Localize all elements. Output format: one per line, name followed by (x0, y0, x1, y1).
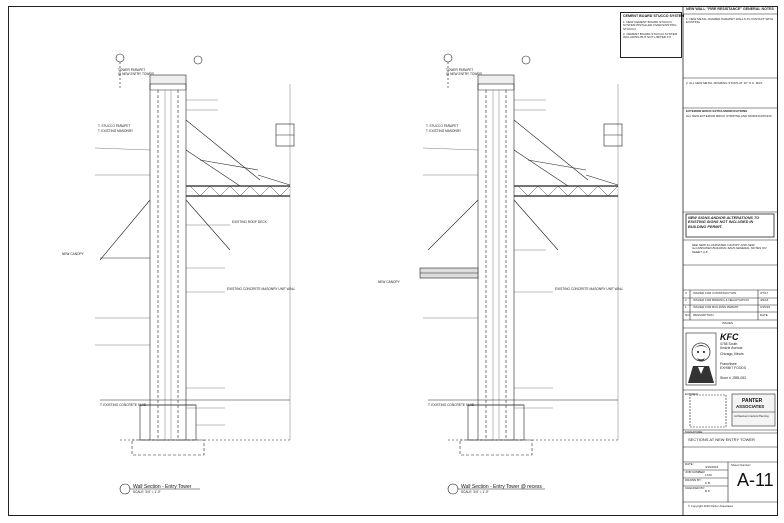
right-existing-masonry-label: T. EXISTING MASONRY (426, 129, 462, 133)
cement-note-1: 1. NEW CEMENT BOARD STUCCO SYSTEM INSTAL… (623, 20, 677, 31)
right-section-scale: SCALE: 3/4" = 1'-0" (461, 490, 489, 494)
cement-note-2: 2. CEMENT BOARD STUCCO SYSTEM INCLUDING … (623, 32, 678, 40)
right-tower-parapet-sublabel: @ NEW ENTRY TOWER (446, 72, 482, 76)
date-label: DATE: (685, 462, 694, 466)
left-canopy-label: NEW CANOPY (62, 252, 84, 256)
franchisee-label: Franchisee (720, 362, 737, 366)
sheet-title: SECTIONS AT NEW ENTRY TOWER (688, 437, 755, 442)
sheet-number: A-11 (737, 470, 774, 490)
checked-label: CHECKED BY: (685, 486, 706, 490)
left-wall-section (99, 53, 295, 456)
drawn-label: DRAWN BY: (685, 478, 702, 482)
copyright: © Copyright 2016 Panter Associates (688, 504, 733, 508)
left-roof-deck-label: EXISTING ROOF DECK (232, 220, 267, 224)
signature-label: SIGNATURE: (685, 430, 704, 434)
sheet-number-label: Sheet Number: (731, 463, 752, 467)
architect-name-1: PANTER (742, 398, 763, 404)
rev-no-3: 3 (685, 291, 687, 295)
issues-label: ISSUES (722, 321, 734, 325)
sheet-border (8, 6, 778, 516)
rev-header-date: DATE (760, 313, 768, 317)
right-stucco-parapet-label: T. STUCCO PARAPET (426, 124, 459, 128)
rev-date-1: 3/15/16 (760, 305, 771, 309)
rev-header-desc: DESCRIPTION (693, 313, 714, 317)
canopy-notice: SEE NEW ILLUMINATED CANOPY AND NEW ILLUM… (692, 243, 767, 254)
right-canopy-label: NEW CANOPY (378, 280, 400, 284)
cement-notes-title: CEMENT BOARD STUCCO SYSTEM (623, 14, 685, 18)
left-tower-parapet-label: TOWER PARAPET (118, 68, 146, 72)
fire-notes-title: NEW WALL "FIRE RESISTANCE" GENERAL NOTES (686, 7, 774, 11)
right-slab-label: T. EXISTING CONCRETE SLAB (428, 403, 475, 407)
fire-note-2: 2. ALL NEW METAL FRAMING STUDS AT 16" O.… (686, 81, 764, 85)
cement-notes-box: CEMENT BOARD STUCCO SYSTEM 1. NEW CEMENT… (620, 12, 685, 58)
rev-no-1: 1 (685, 305, 687, 309)
fire-note-1: 1. NEW METAL FRAMED PARAPET WALLS IN CON… (686, 17, 774, 25)
client-brand: KFC (720, 332, 739, 342)
rev-desc-3: ISSUED FOR CONSTRUCTION (693, 291, 737, 295)
left-existing-masonry-label: T. EXISTING MASONRY (98, 129, 134, 133)
rev-header-no: NO. (685, 313, 691, 317)
checked-value: D.P. (705, 489, 711, 493)
rev-no-2: 2 (685, 298, 687, 302)
franchisee-name: EXHIBIT FOODS (720, 366, 747, 370)
date-value: 4/19/2015 (705, 465, 719, 469)
left-section-scale: SCALE: 3/4" = 1'-0" (133, 490, 161, 494)
right-section-title: Wall Section - Entry Tower @ recess (461, 484, 542, 490)
kfc-colonel-logo (688, 342, 714, 383)
rev-desc-2: ISSUED FOR BIDDING & NEGOTIATION (693, 298, 749, 302)
client-city: Chicago, Illinois (720, 352, 744, 356)
right-tower-parapet-label: TOWER PARAPET (446, 68, 474, 72)
permit-notice: NEW SIGNS AND/OR ALTERATIONS TO EXISTING… (688, 216, 760, 229)
architect-tagline: Architecture Interiors Planning (734, 415, 769, 418)
rev-date-3: 3/7/17 (760, 291, 769, 295)
left-tower-parapet-sublabel: @ NEW ENTRY TOWER (118, 72, 154, 76)
client-address-2: Kedzie Avenue (720, 346, 743, 350)
left-slab-label: T. EXISTING CONCRETE SLAB (100, 403, 147, 407)
right-wall-section (419, 53, 623, 456)
exterior-note-1: ALL NEW EXTERIOR BRICK STRIPING AND MODI… (686, 114, 772, 118)
client-address-1: 4758 South (720, 342, 738, 346)
job-label: JOB NUMBER: (685, 470, 706, 474)
seal-expires-label: EXPIRES: (685, 392, 699, 396)
job-value: 1720 (705, 473, 712, 477)
exterior-notes-title: EXTERIOR BRICK EXTRA MODIFICATIONS (686, 109, 748, 113)
left-section-title: Wall Section - Entry Tower (133, 484, 192, 490)
left-existing-wall-label: EXISTING CONCRETE MASONRY UNIT WALL (227, 287, 296, 291)
architect-name-2: ASSOCIATES (736, 404, 765, 409)
rev-date-2: 4/6/16 (760, 298, 769, 302)
left-stucco-parapet-label: T. STUCCO PARAPET (98, 124, 131, 128)
store-number: Store # J355-053 (720, 376, 747, 380)
right-existing-wall-label: EXISTING CONCRETE MASONRY UNIT WALL (555, 287, 624, 291)
rev-desc-1: ISSUED FOR BUILDING PERMIT (693, 305, 739, 309)
drawn-value: K.B. (705, 481, 711, 485)
